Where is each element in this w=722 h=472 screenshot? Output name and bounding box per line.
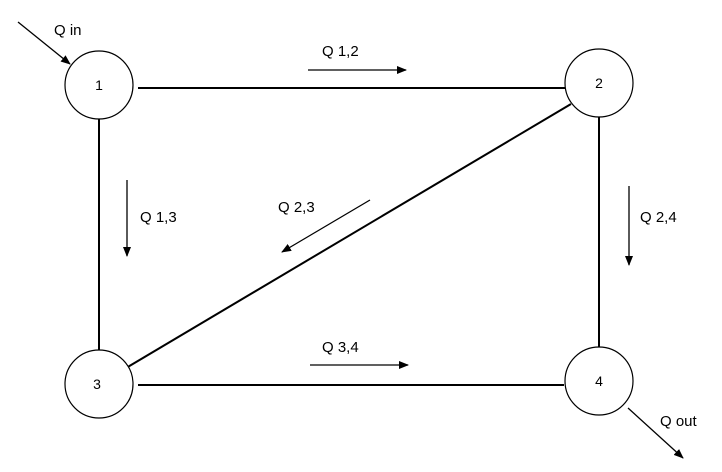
- node-1-circle: [64, 50, 134, 120]
- node-3-label: 3: [93, 376, 101, 392]
- node-2: 2: [564, 48, 634, 118]
- node-4-circle: [564, 346, 634, 416]
- node-4: 4: [564, 346, 634, 416]
- flow-label-q23: Q 2,3: [278, 199, 315, 216]
- node-3: 3: [64, 349, 134, 419]
- flow-label-q12: Q 1,2: [322, 43, 359, 60]
- node-1: 1: [64, 50, 134, 120]
- node-3-circle: [64, 349, 134, 419]
- flow-label-q13: Q 1,3: [140, 209, 177, 226]
- flow-label-q-out: Q out: [660, 413, 698, 430]
- node-2-label: 2: [595, 75, 603, 91]
- edge-2-3: [125, 103, 572, 369]
- node-4-label: 4: [595, 373, 603, 389]
- flow-arrow-q-in: [17, 21, 71, 65]
- flow-label-q-in: Q in: [54, 22, 82, 39]
- node-2-circle: [564, 48, 634, 118]
- flow-arrow-q23: [281, 199, 371, 253]
- flow-label-q24: Q 2,4: [640, 209, 677, 226]
- node-1-label: 1: [95, 77, 103, 93]
- flow-arrow-q-out: [627, 407, 684, 459]
- flow-label-q34: Q 3,4: [322, 339, 359, 356]
